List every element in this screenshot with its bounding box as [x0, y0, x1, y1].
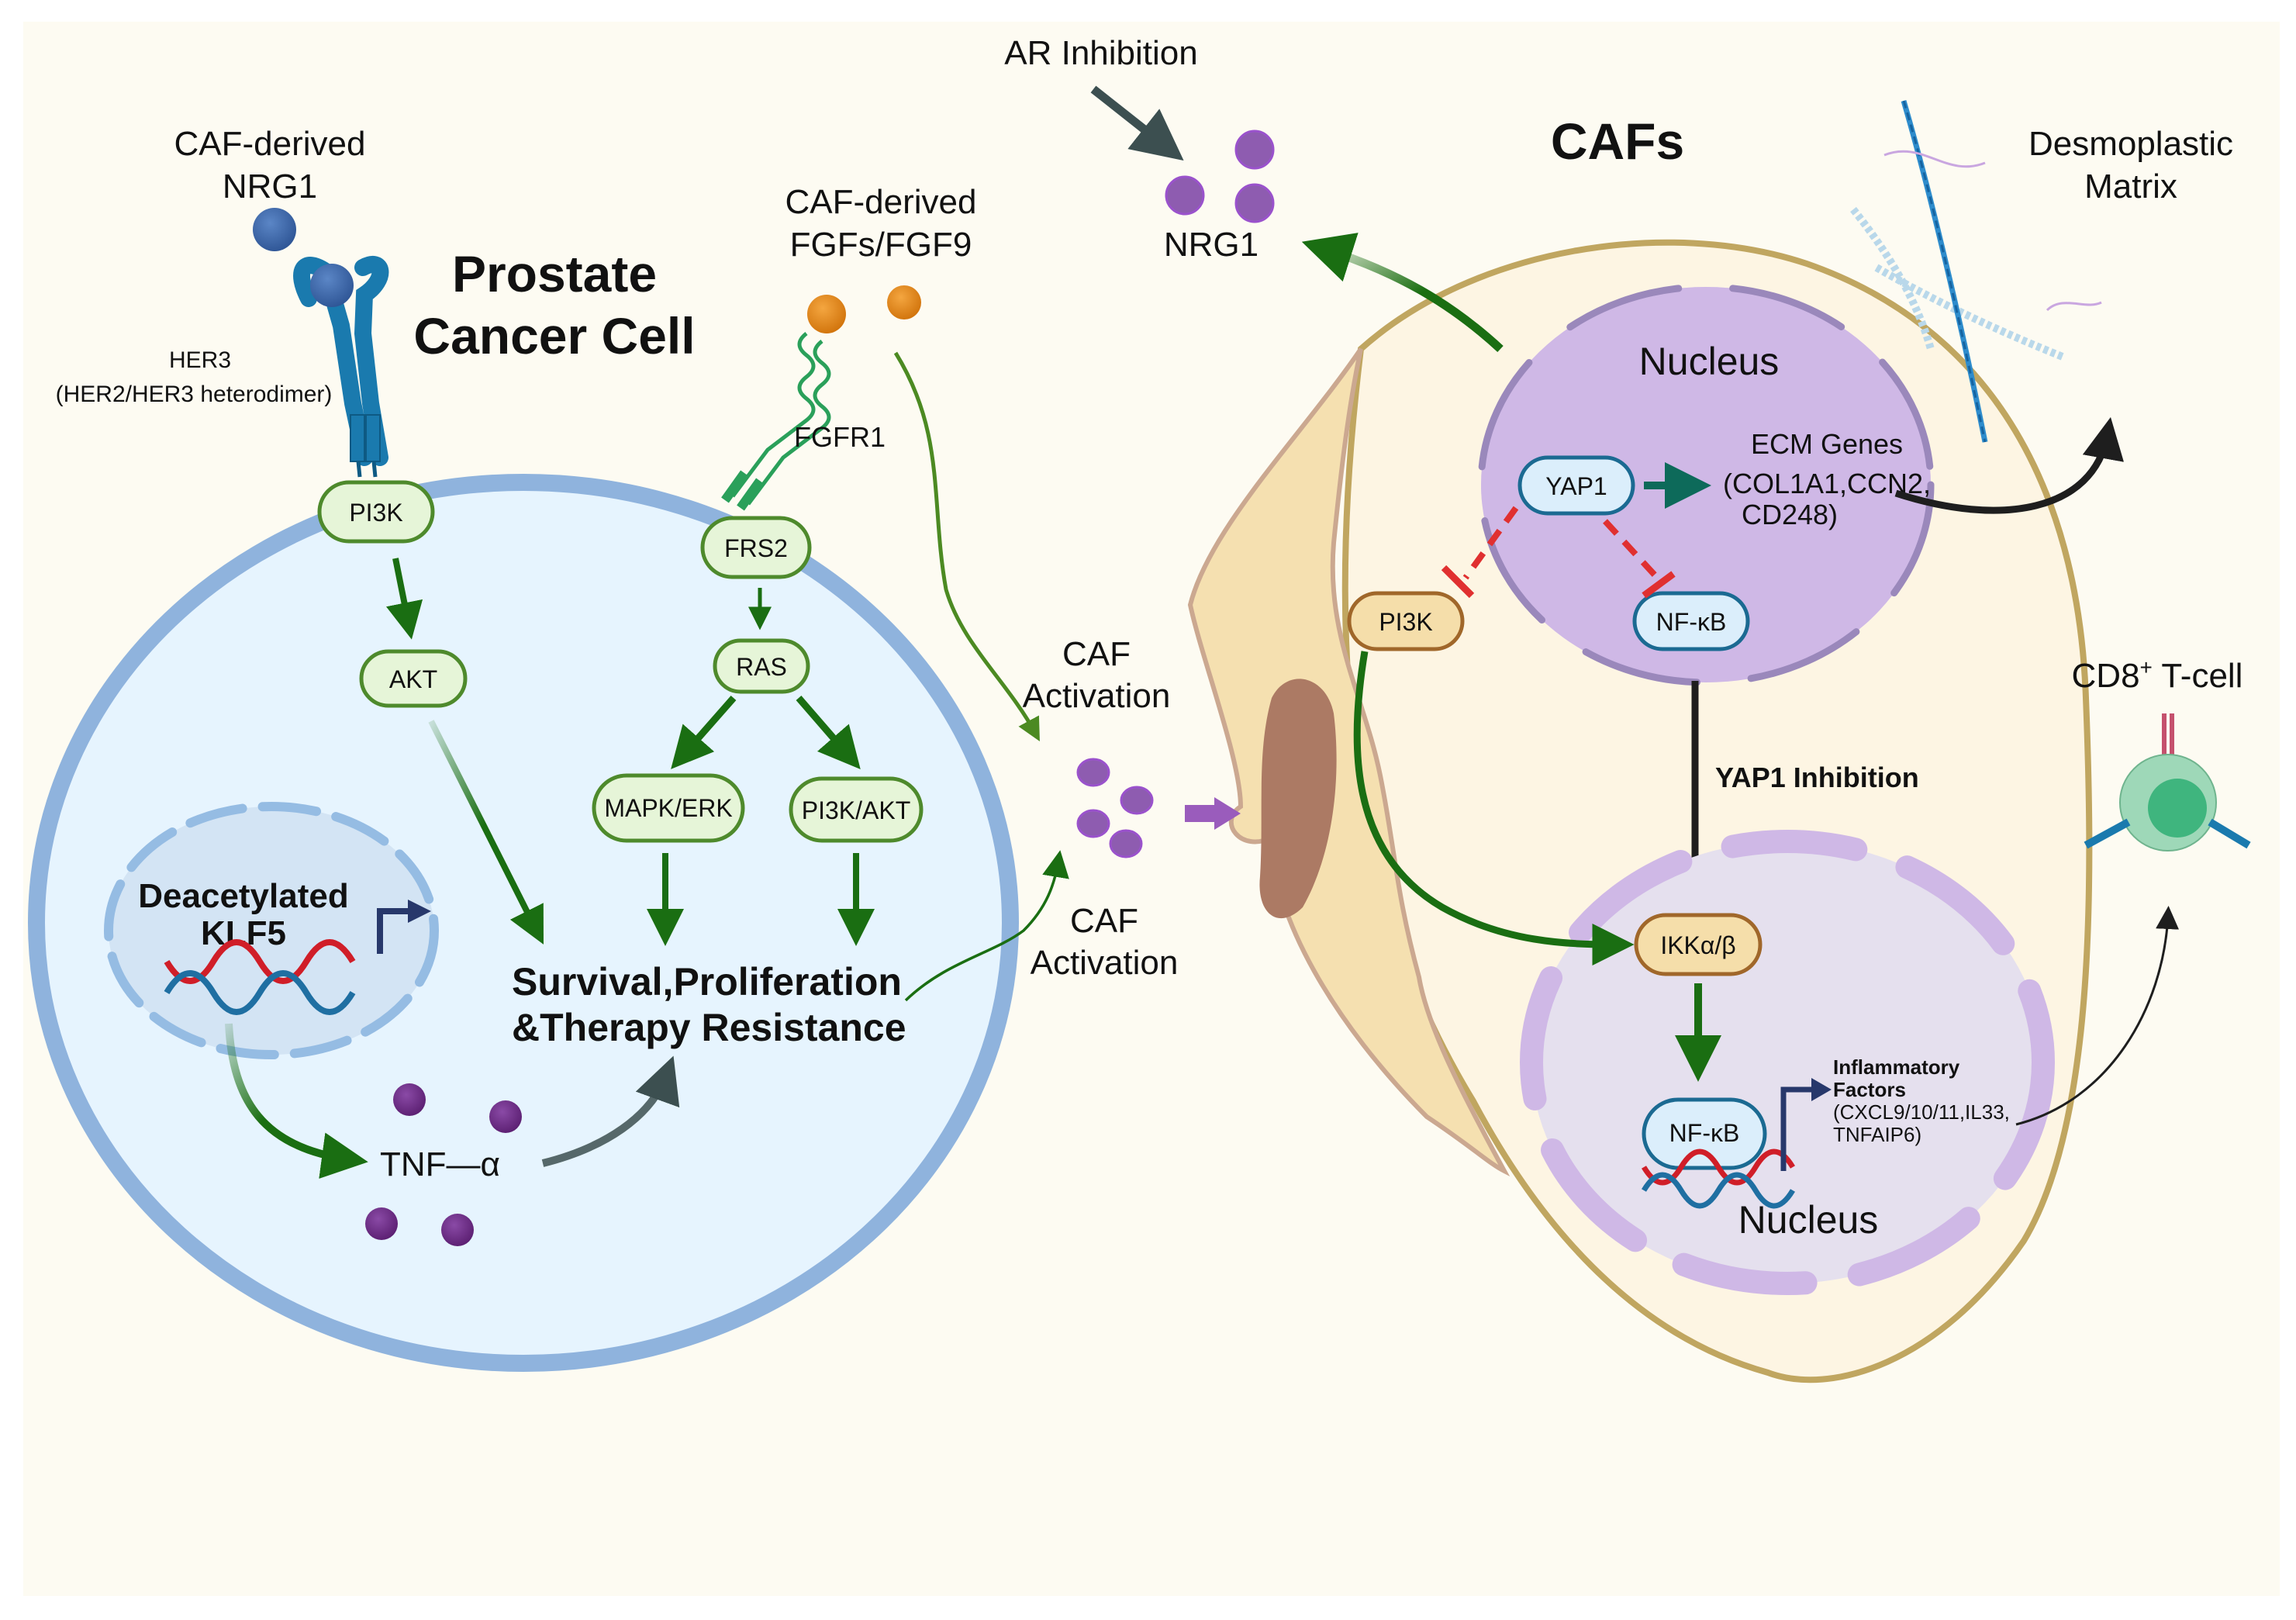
nrg1-molecule-icon [1234, 183, 1275, 223]
desmoplastic-matrix-icon [1850, 100, 2102, 443]
fgf-ligand-icon [887, 285, 921, 320]
ecm-genes-line1: ECM Genes [1751, 428, 1903, 460]
arrow-ras-to-mapk [671, 696, 737, 769]
dna-helix-icon [1641, 1149, 1796, 1209]
tnf-alpha-molecule-icon [365, 1207, 398, 1240]
arrow-caf-to-nrg1 [1301, 233, 1504, 353]
node-pi3k-akt: PI3K/AKT [789, 776, 924, 843]
outcome-line1: Survival,Proliferation [512, 960, 902, 1003]
activation-molecule-icon [1109, 829, 1143, 858]
transcription-start-arrow-icon [377, 900, 431, 954]
tnf-alpha-label: TNF—α [380, 1145, 500, 1183]
node-mapk-erk: MAPK/ERK [592, 773, 745, 843]
inhibition-yap1-pi3k [1441, 506, 1519, 599]
svg-text:IKKα/β: IKKα/β [1660, 931, 1735, 959]
tnf-alpha-molecule-icon [441, 1214, 474, 1246]
activation-molecule-icon [1076, 758, 1110, 787]
caf-nrg1-label-line1: CAF-derived [174, 125, 366, 163]
svg-text:MAPK/ERK: MAPK/ERK [604, 794, 732, 822]
cd8-tcell-icon [2084, 713, 2251, 851]
caf-activation-top-line2: Activation [1023, 677, 1171, 715]
fgf-ligand-icon [807, 295, 846, 333]
caf-nucleus-organelle [1259, 679, 1337, 919]
activation-molecule-icon [1076, 809, 1110, 838]
inflammatory-line1: Inflammatory [1833, 1055, 1960, 1079]
cafs-title: CAFs [1551, 112, 1684, 170]
fgfr1-receptor-icon [721, 332, 831, 511]
caf-cell: CAFs Nucleus YAP1 ECM Genes (COL1A1,CCN2… [1187, 112, 2093, 1383]
arrow-klf5-to-tnf [225, 1023, 368, 1179]
nrg1-ligand-icon [253, 208, 296, 251]
matrix-label-line2: Matrix [2084, 168, 2177, 206]
her2-her3-heterodimer-label: (HER2/HER3 heterodimer) [56, 382, 333, 407]
activation-molecule-icon [1120, 786, 1154, 815]
prostate-cancer-cell: Prostate Cancer Cell CAF-derived NRG1 HE… [28, 125, 1019, 1372]
arrow-inflammatory-to-tcell [2015, 906, 2180, 1126]
svg-text:NF-κB: NF-κB [1669, 1119, 1740, 1147]
node-ikk: IKKα/β [1634, 913, 1763, 976]
arrow-outcome-to-caf-activation [904, 850, 1069, 1002]
her3-label: HER3 [169, 347, 231, 373]
svg-text:PI3K/AKT: PI3K/AKT [802, 796, 911, 824]
arrow-tnf-to-outcome [541, 1055, 680, 1167]
svg-text:RAS: RAS [736, 653, 787, 681]
caf-activation-top-line1: CAF [1062, 635, 1131, 673]
arrow-to-caf-icon [1185, 797, 1241, 830]
caf-activation-bottom-line1: CAF [1070, 902, 1138, 940]
svg-text:PI3K: PI3K [349, 499, 402, 527]
arrow-ras-to-pi3k-akt [796, 696, 861, 770]
nrg1-molecule-icon [1234, 130, 1275, 170]
svg-text:YAP1: YAP1 [1545, 472, 1607, 500]
arrow-ecm-to-matrix [1894, 416, 2124, 514]
her2-her3-receptor-icon [293, 256, 389, 478]
inflammatory-line3: (CXCL9/10/11,IL33, [1833, 1100, 2010, 1124]
caf-cell-protrusion [1187, 347, 1511, 1176]
tnf-alpha-molecule-icon [489, 1100, 522, 1133]
dna-helix-icon [164, 939, 356, 1015]
nrg1-label: NRG1 [1164, 226, 1258, 264]
matrix-label-line1: Desmoplastic [2028, 125, 2233, 163]
arrow-pi3k-to-akt [385, 558, 423, 640]
fgfr1-label: FGFR1 [794, 421, 886, 453]
cancer-cell-title-line2: Cancer Cell [413, 307, 695, 364]
ar-inhibition-label: AR Inhibition [1004, 34, 1197, 72]
upper-nucleus-label: Nucleus [1639, 340, 1780, 383]
node-pi3k-caf: PI3K [1347, 591, 1465, 651]
caf-fgf-label-line2: FGFs/FGF9 [790, 226, 972, 264]
node-frs2: FRS2 [700, 516, 812, 579]
arrow-akt-to-outcome [428, 720, 544, 945]
svg-text:AKT: AKT [389, 665, 437, 693]
node-pi3k: PI3K [317, 480, 435, 544]
ecm-genes-line3: CD248) [1742, 499, 1838, 530]
svg-text:PI3K: PI3K [1379, 608, 1432, 636]
arrow-fgf-to-caf-activation [893, 351, 1040, 742]
tnf-alpha-molecule-icon [393, 1083, 426, 1116]
yap1-inhibition-label: YAP1 Inhibition [1715, 762, 1919, 793]
node-nfkb-upper: NF-κB [1632, 591, 1750, 651]
outcome-line2: &Therapy Resistance [512, 1006, 906, 1049]
inflammatory-line2: Factors [1833, 1078, 1906, 1101]
svg-text:NF-κB: NF-κB [1656, 608, 1727, 636]
klf5-label-line1: Deacetylated [138, 877, 348, 915]
svg-text:FRS2: FRS2 [724, 534, 788, 562]
nrg1-molecule-icon [1165, 175, 1205, 216]
lower-nucleus-label: Nucleus [1738, 1198, 1879, 1242]
node-akt: AKT [359, 649, 468, 708]
node-ras: RAS [713, 638, 810, 694]
caf-activation-bottom-line2: Activation [1031, 944, 1179, 982]
transcription-start-arrow-icon [1780, 1078, 1832, 1171]
inflammatory-line4: TNFAIP6) [1833, 1123, 1921, 1146]
arrow-pi3k-to-ikk [1353, 651, 1635, 965]
node-yap1: YAP1 [1517, 455, 1635, 516]
cd8-tcell-label: CD8+ T-cell [2072, 655, 2243, 695]
node-nfkb-lower: NF-κB [1642, 1097, 1767, 1170]
inhibition-yap1-nfkb [1603, 519, 1676, 599]
cancer-cell-title-line1: Prostate [452, 245, 657, 302]
intercellular-signals: AR Inhibition NRG1 CAF Activation CAF Ac… [893, 34, 1504, 1002]
caf-nrg1-label-line2: NRG1 [223, 168, 317, 206]
caf-fgf-label-line1: CAF-derived [785, 183, 977, 221]
arrow-ar-inhibition [1090, 85, 1184, 161]
